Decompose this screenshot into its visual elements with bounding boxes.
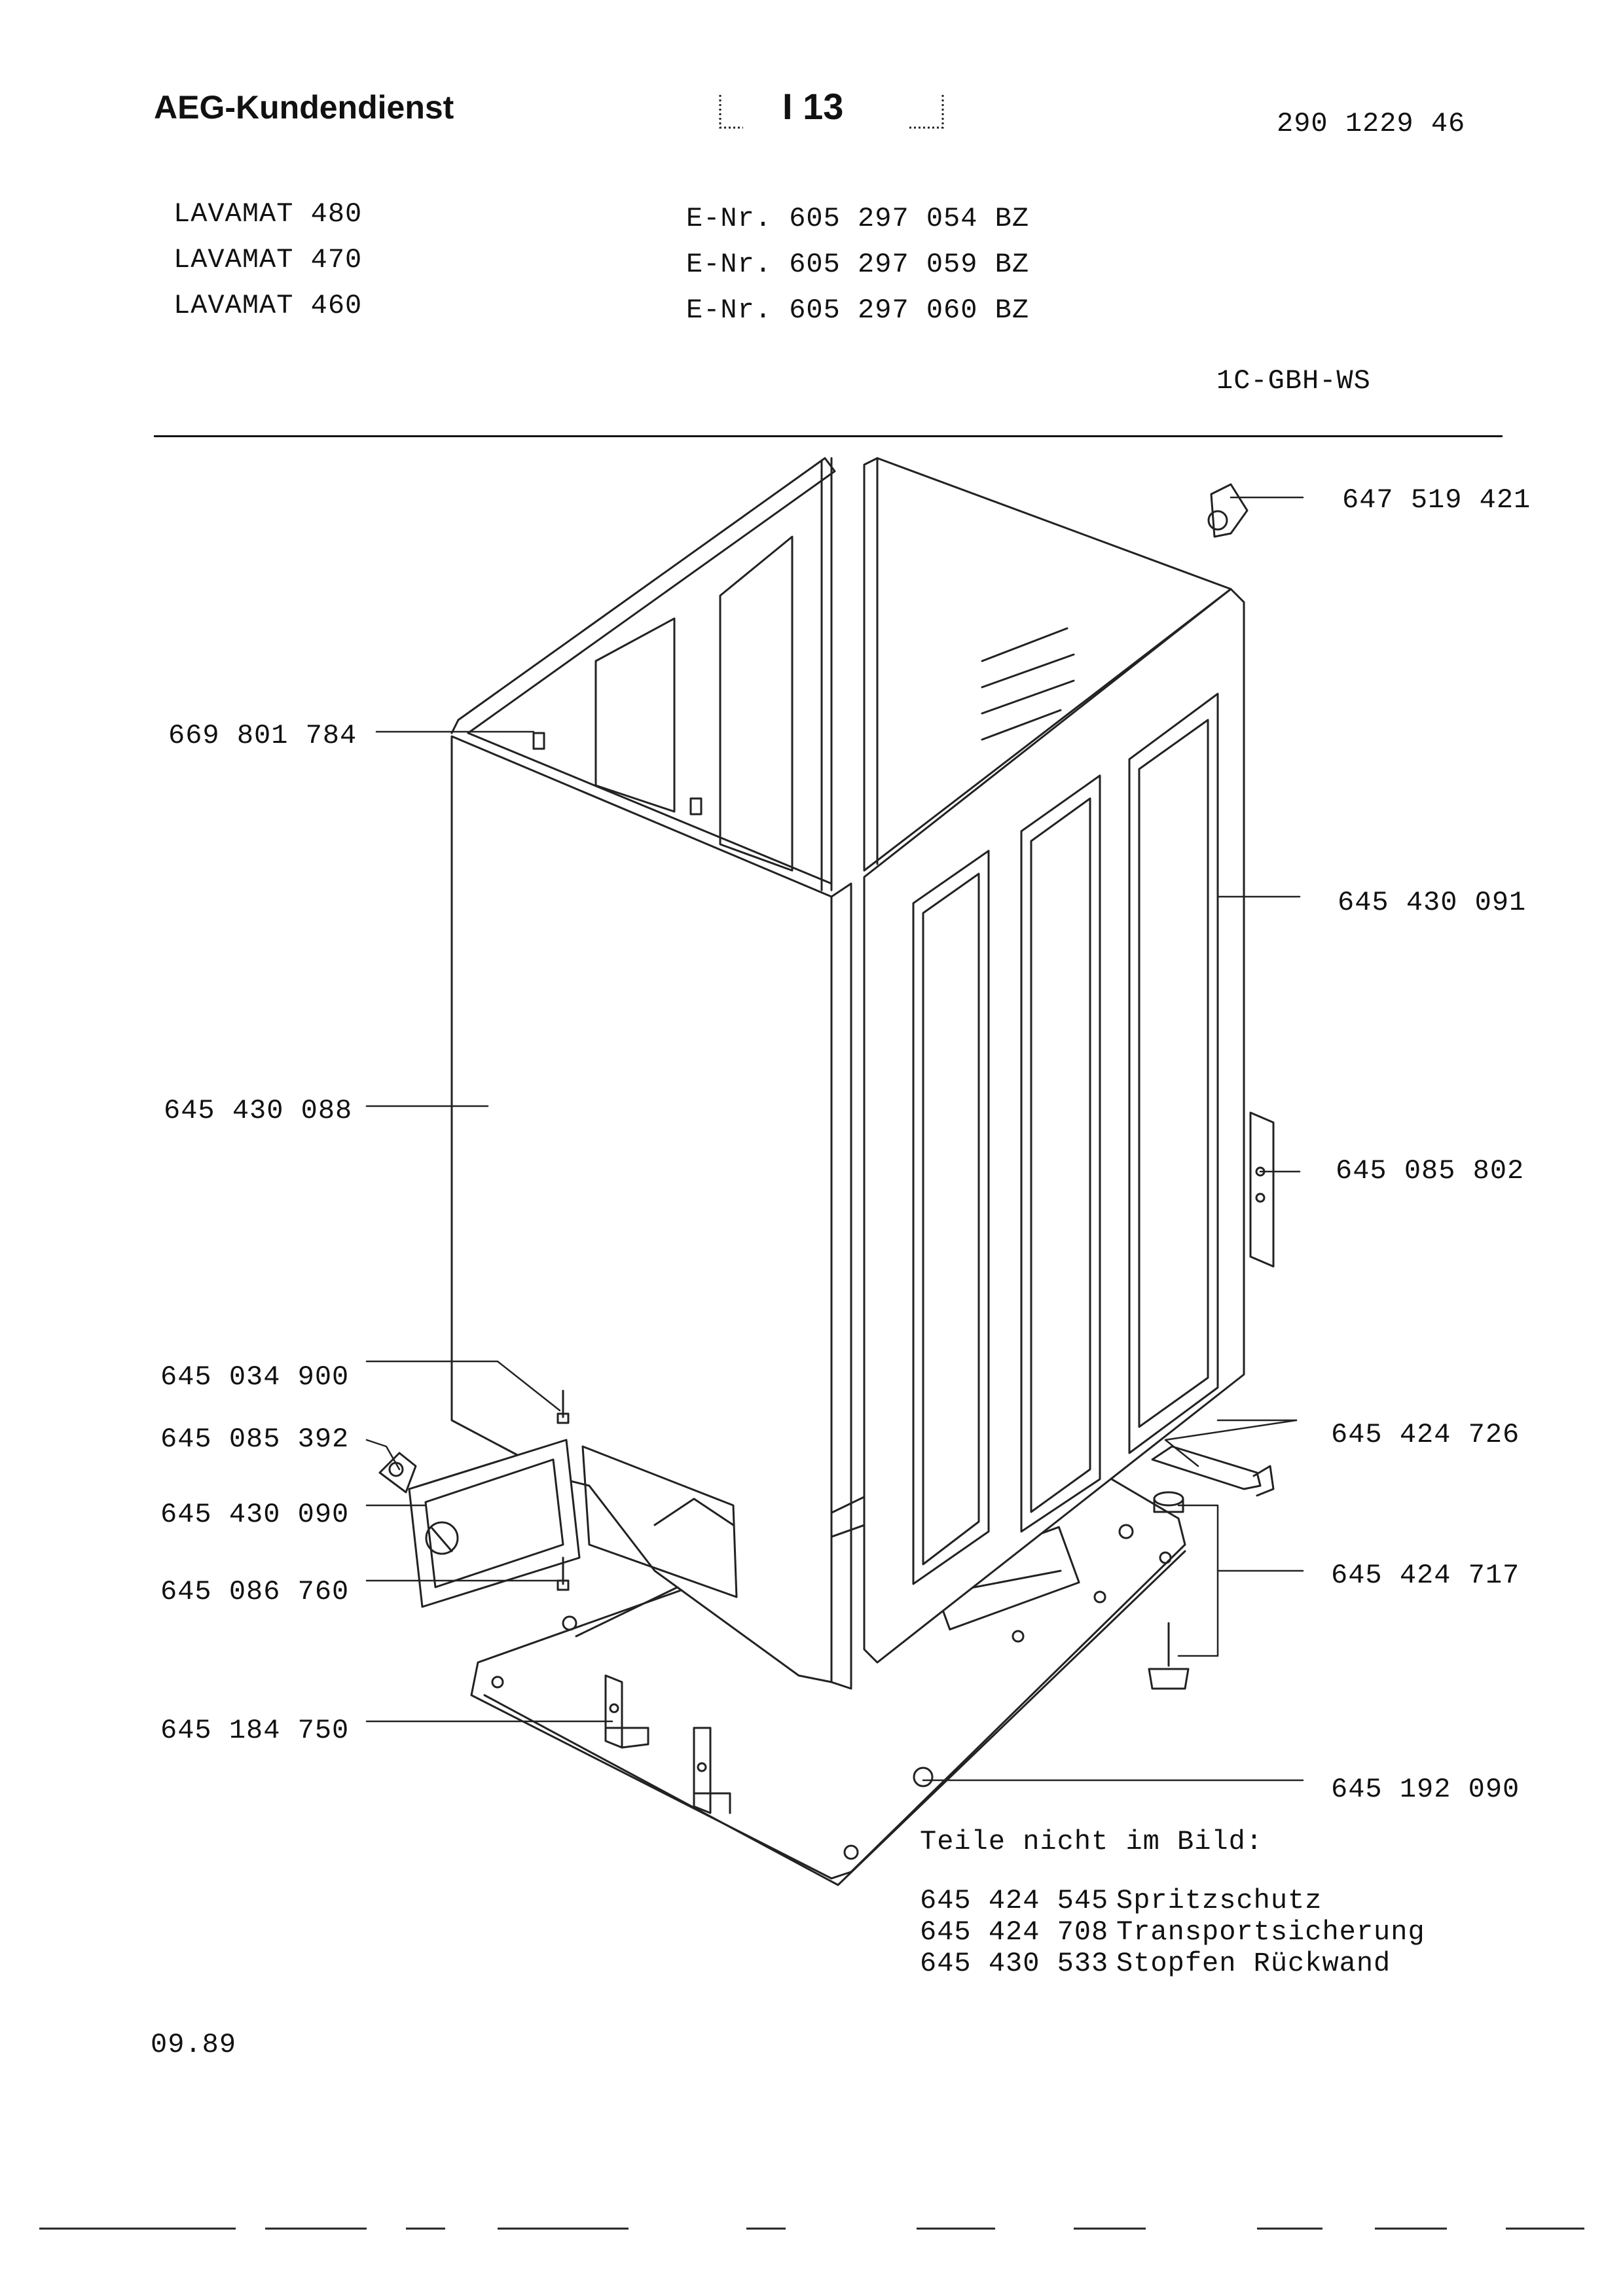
brand-title: AEG-Kundendienst [154,89,454,126]
page-code-corner-marks [719,95,944,129]
part-label-647519421: 647 519 421 [1342,484,1531,516]
service-flap [409,1440,579,1607]
not-shown-desc-2: Transportsicherung [1116,1916,1425,1948]
not-shown-code-1: 645 424 545 [920,1885,1109,1916]
part-label-645430091: 645 430 091 [1338,887,1527,918]
knob [1209,484,1247,537]
base-brackets [606,1676,730,1813]
model-enr-1: E-Nr. 605 297 054 BZ [686,203,1030,234]
rear-panel [864,458,1231,870]
page-code: I 13 [782,86,844,127]
group-code: 1C-GBH-WS [1216,365,1371,397]
right-front-panel [864,589,1244,1662]
left-rear-frame [452,458,835,890]
transport-lever [1152,1446,1273,1496]
not-shown-code-2: 645 424 708 [920,1916,1109,1948]
part-label-645192090: 645 192 090 [1331,1774,1520,1805]
part-label-645085802: 645 085 802 [1336,1155,1525,1187]
part-label-645430090: 645 430 090 [160,1499,350,1530]
doc-number: 290 1229 46 [1277,108,1466,139]
not-shown-code-3: 645 430 533 [920,1948,1109,1979]
side-bracket [1250,1113,1273,1266]
part-label-645085392: 645 085 392 [160,1424,350,1455]
part-label-645034900: 645 034 900 [160,1361,350,1393]
not-shown-desc-1: Spritzschutz [1116,1885,1322,1916]
part-label-645424726: 645 424 726 [1331,1419,1520,1450]
part-label-669801784: 669 801 784 [168,720,357,751]
footer-dashed-rule [39,2227,1584,2230]
revision-date: 09.89 [151,2029,237,2060]
part-label-645430088: 645 430 088 [164,1095,353,1126]
part-label-645086760: 645 086 760 [160,1576,350,1607]
hinge-clip [380,1453,416,1492]
model-enr-3: E-Nr. 605 297 060 BZ [686,295,1030,326]
not-shown-desc-3: Stopfen Rückwand [1116,1948,1391,1979]
header-rule [154,435,1503,437]
leader-lines [367,497,1303,1780]
model-name-3: LAVAMAT 460 [173,290,363,321]
inner-opening-frame [583,1446,737,1597]
part-label-645184750: 645 184 750 [160,1715,350,1746]
model-name-2: LAVAMAT 470 [173,244,363,276]
model-name-1: LAVAMAT 480 [173,198,363,230]
not-shown-title: Teile nicht im Bild: [920,1826,1264,1857]
part-label-645424717: 645 424 717 [1331,1560,1520,1591]
model-enr-2: E-Nr. 605 297 059 BZ [686,249,1030,280]
